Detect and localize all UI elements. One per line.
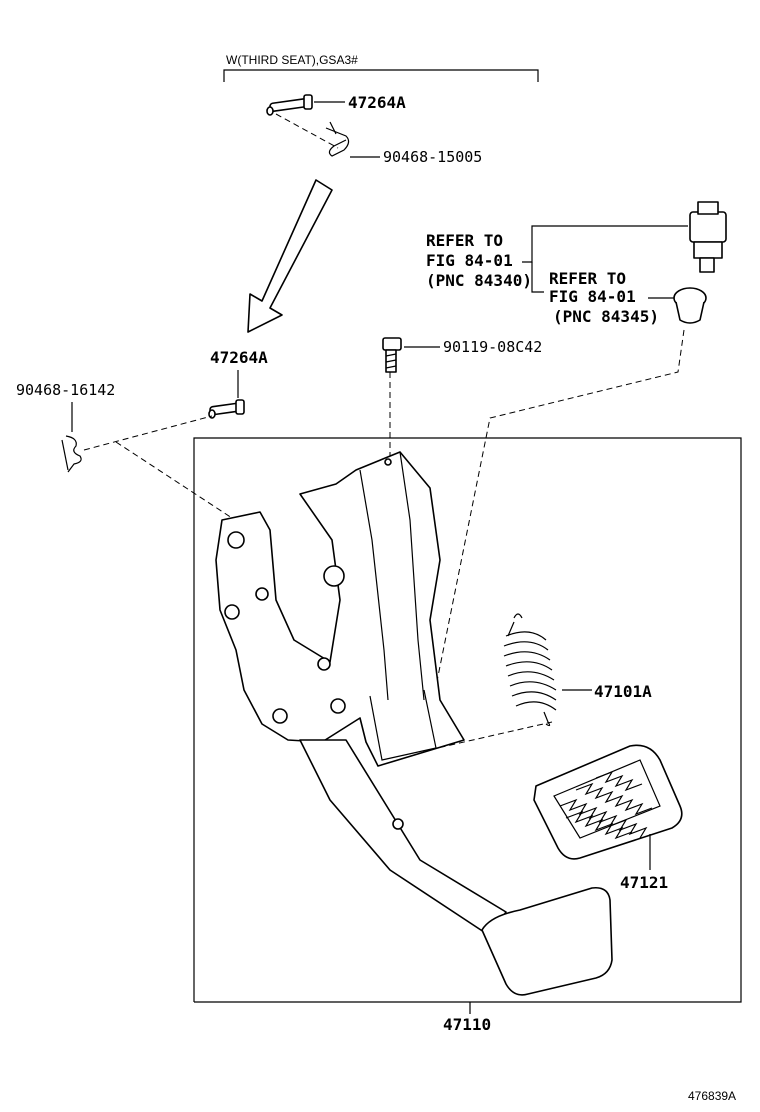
part-label-spring: 47101A — [594, 682, 652, 701]
pin-top-icon — [266, 94, 313, 116]
pin-mid-icon — [208, 399, 245, 419]
switch-ref-line1: REFER TO — [426, 231, 503, 250]
leader-switch-lower — [531, 262, 544, 293]
header-note: W(THIRD SEAT),GSA3# — [226, 53, 358, 67]
part-label-pedal-assy: 47110 — [443, 1015, 491, 1034]
dash-clip-pin — [83, 415, 213, 451]
leader-switch — [522, 225, 688, 263]
part-label-pin-mid: 47264A — [210, 348, 268, 367]
pedal-pad-icon — [533, 744, 683, 860]
return-spring-icon — [503, 613, 557, 727]
part-label-pin-top: 47264A — [348, 93, 406, 112]
cushion-ref-line1: REFER TO — [549, 269, 626, 288]
clip-left-icon — [61, 435, 82, 473]
part-label-clip-top: 90468-15005 — [383, 148, 482, 166]
clip-top-icon — [325, 121, 350, 157]
figure-id: 476839A — [688, 1089, 736, 1103]
header-bracket — [223, 69, 539, 82]
pedal-arm-icon — [299, 739, 507, 937]
cushion-ref-line3: (PNC 84345) — [553, 307, 659, 326]
switch-ref-line2: FIG 84-01 — [426, 251, 513, 270]
part-label-bolt: 90119-08C42 — [443, 338, 542, 356]
cushion-ref-line2: FIG 84-01 — [549, 287, 636, 306]
bolt-icon — [382, 337, 402, 373]
pedal-foot-plate-icon — [481, 886, 613, 996]
part-label-pad: 47121 — [620, 873, 668, 892]
stop-lamp-switch-icon — [689, 201, 727, 273]
dash-cushion — [429, 329, 685, 717]
dash-pin-bracket — [115, 441, 233, 519]
part-label-clip-left: 90468-16142 — [16, 381, 115, 399]
cushion-icon — [673, 287, 707, 324]
switch-ref-line3: (PNC 84340) — [426, 271, 532, 290]
dash-pin-to-clip — [275, 113, 339, 149]
pedal-bracket-icon — [215, 451, 465, 767]
direction-arrow-icon — [247, 179, 333, 333]
assembly-frame — [193, 437, 742, 1003]
